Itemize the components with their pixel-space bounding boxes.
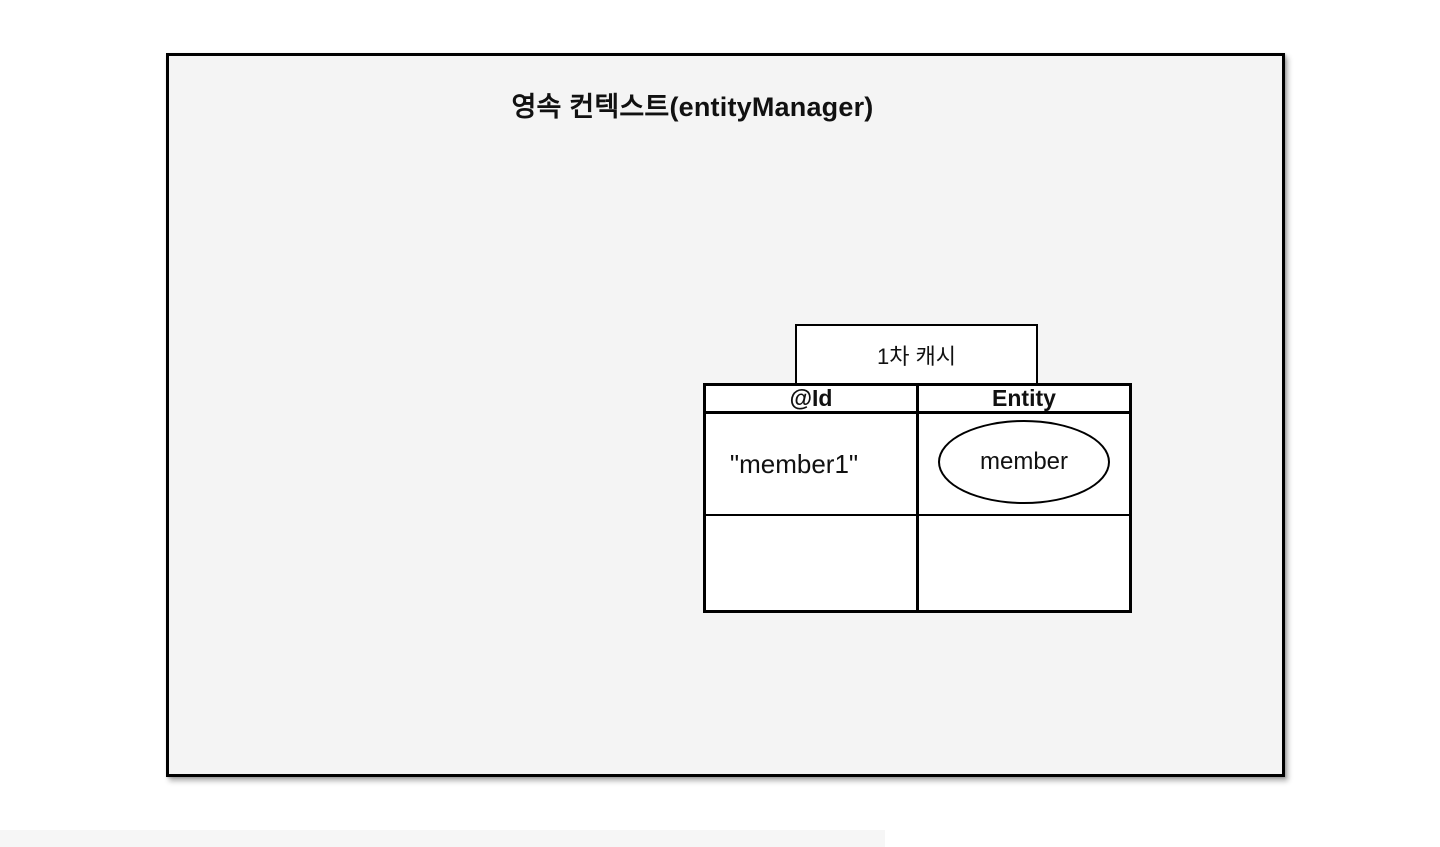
bottom-partial-bar <box>0 830 885 847</box>
first-level-cache-box: 1차 캐시 <box>795 324 1038 385</box>
table-row <box>706 516 1129 610</box>
header-cell-id: @Id <box>706 385 919 414</box>
persistence-context-title: 영속 컨텍스트(entityManager) <box>511 92 874 122</box>
cache-table: @Id Entity "member1" member <box>703 383 1132 613</box>
id-cell-empty <box>706 516 919 610</box>
first-level-cache-label: 1차 캐시 <box>876 343 957 369</box>
entity-cell-empty <box>919 516 1129 610</box>
entity-cell: member <box>919 414 1129 516</box>
id-value: "member1" <box>729 448 859 479</box>
entity-name: member <box>979 448 1069 475</box>
persistence-context-panel: 영속 컨텍스트(entityManager) 1차 캐시 @Id Entity … <box>166 53 1285 777</box>
table-row: "member1" member <box>706 414 1129 516</box>
table-header-row: @Id Entity <box>706 385 1129 414</box>
header-cell-entity: Entity <box>919 385 1129 414</box>
id-cell: "member1" <box>706 414 919 516</box>
entity-ellipse: member <box>938 420 1110 504</box>
